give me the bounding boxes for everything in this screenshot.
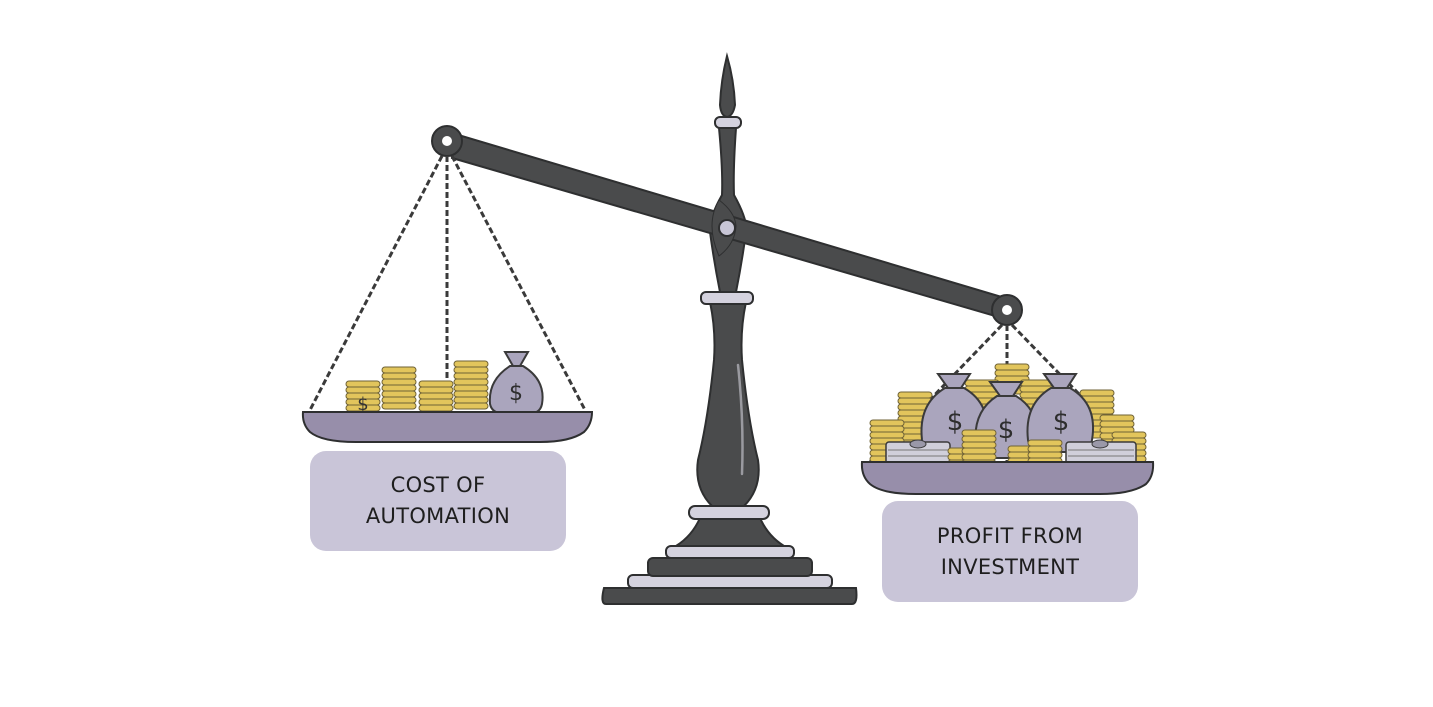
scale-base <box>601 505 858 605</box>
right-pan-contents: $ $ $ <box>869 363 1147 467</box>
svg-text:$: $ <box>1053 407 1070 437</box>
svg-text:$: $ <box>509 381 523 406</box>
money-bag-icon: $ <box>488 351 544 415</box>
cost-of-automation-label: COST OF AUTOMATION <box>310 451 566 551</box>
profit-from-investment-label: PROFIT FROM INVESTMENT <box>882 501 1138 602</box>
svg-text:$: $ <box>998 415 1015 445</box>
left-chains <box>308 155 587 411</box>
money-bag-icon: $ <box>1026 373 1094 453</box>
label-left-line2: AUTOMATION <box>365 504 511 528</box>
svg-text:$: $ <box>947 407 964 437</box>
cash-stack-icon <box>885 439 951 465</box>
scale-beam <box>431 125 1023 326</box>
left-pan-contents: $ $ <box>345 351 544 415</box>
label-right-line1: PROFIT FROM <box>936 523 1084 548</box>
scale-column <box>696 291 760 507</box>
scale-spire <box>708 52 748 293</box>
label-left-line1: COST OF <box>390 473 486 497</box>
svg-text:$: $ <box>357 394 368 415</box>
label-right-line2: INVESTMENT <box>940 554 1080 579</box>
right-pan <box>860 461 1155 495</box>
cash-stack-icon <box>1065 439 1137 465</box>
left-pan <box>301 411 594 443</box>
